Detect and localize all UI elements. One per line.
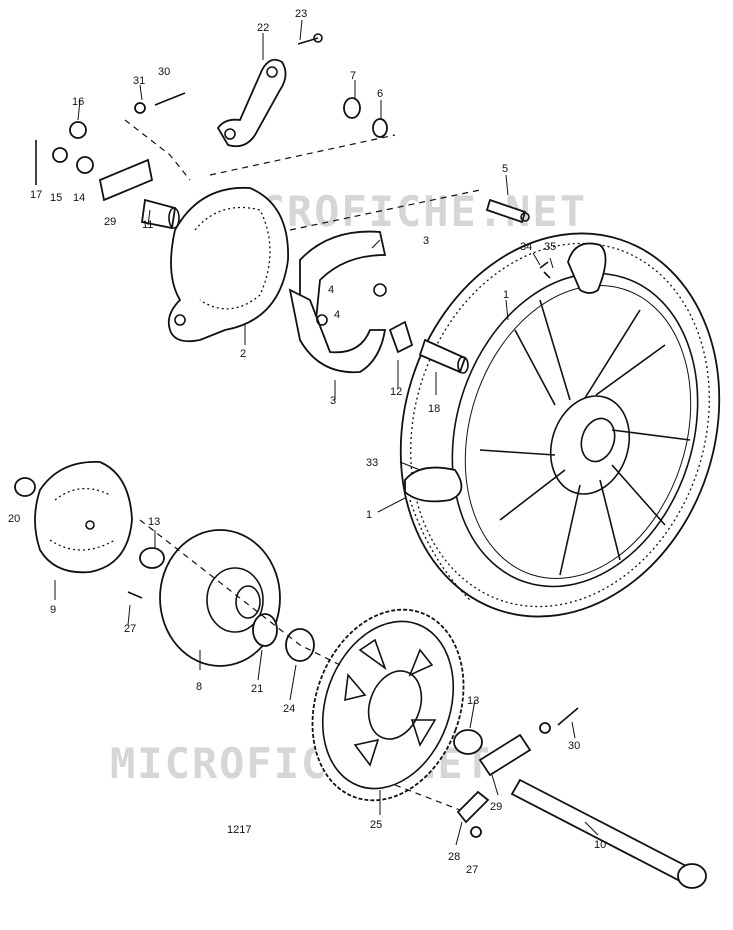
callout-4-upper: 4	[328, 284, 334, 296]
bearing-21	[252, 613, 278, 647]
callout-31: 31	[133, 75, 145, 87]
chain-adjuster-lower	[478, 733, 532, 777]
callout-3-upper: 3	[423, 235, 429, 247]
callout-14: 14	[73, 192, 85, 204]
bolt-30-lower	[557, 707, 579, 726]
bolt-30-upper	[154, 92, 186, 106]
callout-24: 24	[283, 703, 295, 715]
callout-27-left: 27	[124, 623, 136, 635]
brake-shoes	[288, 230, 387, 374]
callout-15: 15	[50, 192, 62, 204]
callout-1-upper: 1	[503, 289, 509, 301]
rear-sprocket-25	[311, 608, 465, 802]
torque-link-22	[216, 58, 287, 148]
callout-1-lower: 1	[366, 509, 372, 521]
rear-wheel-tire	[399, 232, 721, 618]
inner-tube	[404, 242, 607, 601]
callout-21-left: 21	[251, 683, 263, 695]
washer-7	[343, 97, 361, 119]
callout-25: 25	[370, 819, 382, 831]
brake-panel	[167, 186, 289, 343]
cush-drive-damper-9	[34, 461, 133, 574]
callout-5: 5	[502, 163, 508, 175]
callout-17: 17	[30, 189, 42, 201]
collar-20	[14, 477, 36, 497]
sleeve-18	[418, 338, 469, 374]
callout-27-lower: 27	[466, 864, 478, 876]
callout-29-upper: 29	[104, 216, 116, 228]
bolt-27-left	[127, 591, 143, 599]
callout-28: 28	[448, 851, 460, 863]
callout-21-ref: 1217	[227, 824, 251, 836]
callout-22: 22	[257, 22, 269, 34]
washer-15	[52, 147, 68, 163]
callout-33: 33	[366, 457, 378, 469]
bracket-28	[456, 790, 490, 824]
callout-30-upper: 30	[158, 66, 170, 78]
chain-adjuster-upper	[35, 121, 154, 202]
callout-13-lower: 13	[467, 695, 479, 707]
spacer-11	[140, 198, 180, 230]
callout-34: 34	[520, 241, 532, 253]
callout-2: 2	[240, 348, 246, 360]
callout-12: 12	[390, 386, 402, 398]
callout-23: 23	[295, 8, 307, 20]
nut-31-lower	[539, 722, 551, 734]
nut-31	[134, 102, 146, 114]
callout-13-left: 13	[148, 516, 160, 528]
nut-6	[372, 118, 388, 138]
sprocket-drum-8	[159, 529, 281, 667]
callout-7: 7	[350, 70, 356, 82]
bolt-5	[485, 198, 530, 224]
spacer-13-lower-left	[139, 547, 165, 569]
nut-27-lower	[470, 826, 482, 838]
callout-4-lower: 4	[334, 309, 340, 321]
callout-30-lower: 30	[568, 740, 580, 752]
washer-14	[76, 156, 94, 174]
callout-9: 9	[50, 604, 56, 616]
callout-3-lower: 3	[330, 395, 336, 407]
callout-10: 10	[594, 839, 606, 851]
callout-8: 8	[196, 681, 202, 693]
callout-29-lower: 29	[490, 801, 502, 813]
callout-6: 6	[377, 88, 383, 100]
callout-35: 35	[544, 241, 556, 253]
callout-18: 18	[428, 403, 440, 415]
callout-16: 16	[72, 96, 84, 108]
nut-16	[69, 121, 87, 139]
axle-10	[510, 778, 707, 889]
callout-11: 11	[142, 219, 153, 231]
callout-20: 20	[8, 513, 20, 525]
spacer-12	[388, 320, 414, 354]
spacer-13-lower	[453, 729, 483, 755]
